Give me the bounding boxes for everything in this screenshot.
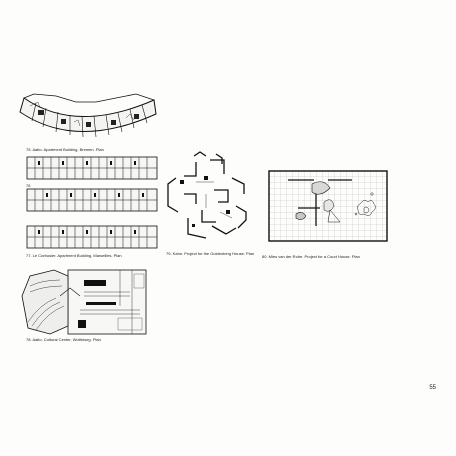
figure-77-marseilles-strips <box>26 156 158 252</box>
figure-75-caption: 75. Aalto. Apartment Building, Bremen. P… <box>26 147 104 152</box>
figure-80-court-house-plan <box>268 170 388 242</box>
figure-79-caption: 79. Kahn. Project for the Goldenberg Hou… <box>166 251 255 256</box>
figure-78-caption: 78. Aalto. Cultural Center, Wolfsburg. P… <box>26 337 101 342</box>
page-number: 55 <box>429 385 436 391</box>
figure-80-caption: 80. Mies van der Rohe. Project for a Cou… <box>262 254 360 259</box>
figure-77-caption: 77. Le Corbusier. Apartment Building, Ma… <box>26 253 122 258</box>
figure-78-wolfsburg-plan <box>20 266 160 338</box>
figure-79-goldenberg-house-plan <box>166 150 258 246</box>
figure-75-aalto-bremen-plan <box>16 92 162 146</box>
figure-76-label: 76 <box>26 183 31 188</box>
